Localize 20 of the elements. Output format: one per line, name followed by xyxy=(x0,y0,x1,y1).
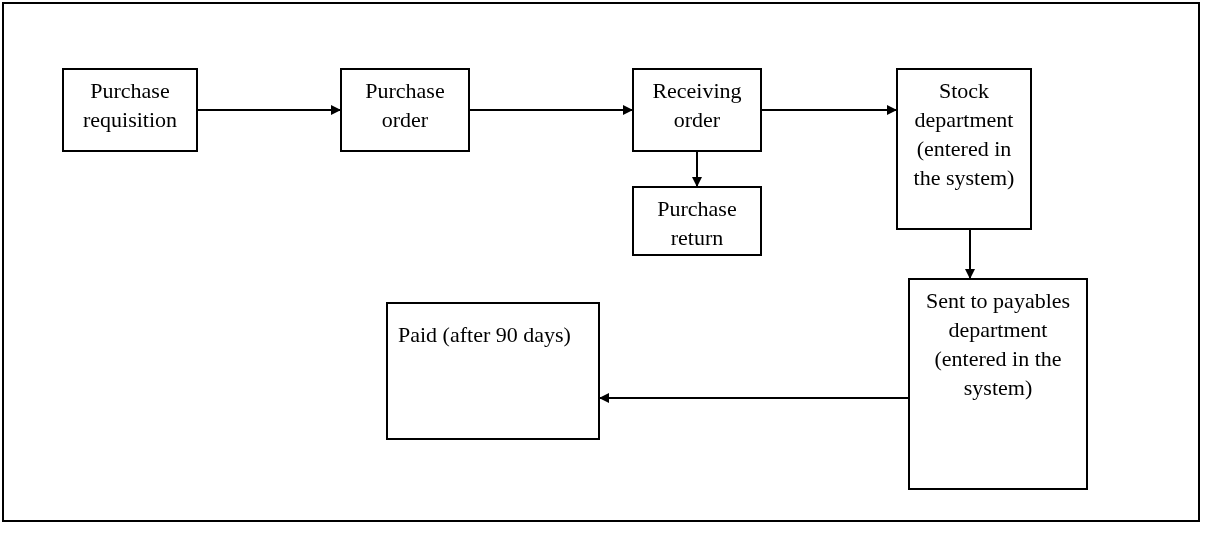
box-label: Receiving order xyxy=(651,77,743,134)
arrow xyxy=(965,229,975,279)
box-label: Paid (after 90 days) xyxy=(398,321,571,349)
process-box xyxy=(386,302,600,440)
arrow xyxy=(197,105,341,115)
arrow xyxy=(692,151,702,187)
arrow xyxy=(761,105,897,115)
process-box xyxy=(896,68,1032,230)
process-box xyxy=(908,278,1088,490)
box-label: Stock department (entered in the system) xyxy=(912,77,1016,192)
arrow xyxy=(599,393,909,403)
box-label: Sent to payables department (entered in the system) xyxy=(924,287,1072,402)
process-box xyxy=(632,68,762,152)
box-label: Purchase order xyxy=(364,77,446,134)
process-box xyxy=(62,68,198,152)
box-label: Purchase requisition xyxy=(81,77,179,134)
box-label: Purchase return xyxy=(656,195,738,252)
process-box xyxy=(632,186,762,256)
process-box xyxy=(340,68,470,152)
arrow xyxy=(469,105,633,115)
